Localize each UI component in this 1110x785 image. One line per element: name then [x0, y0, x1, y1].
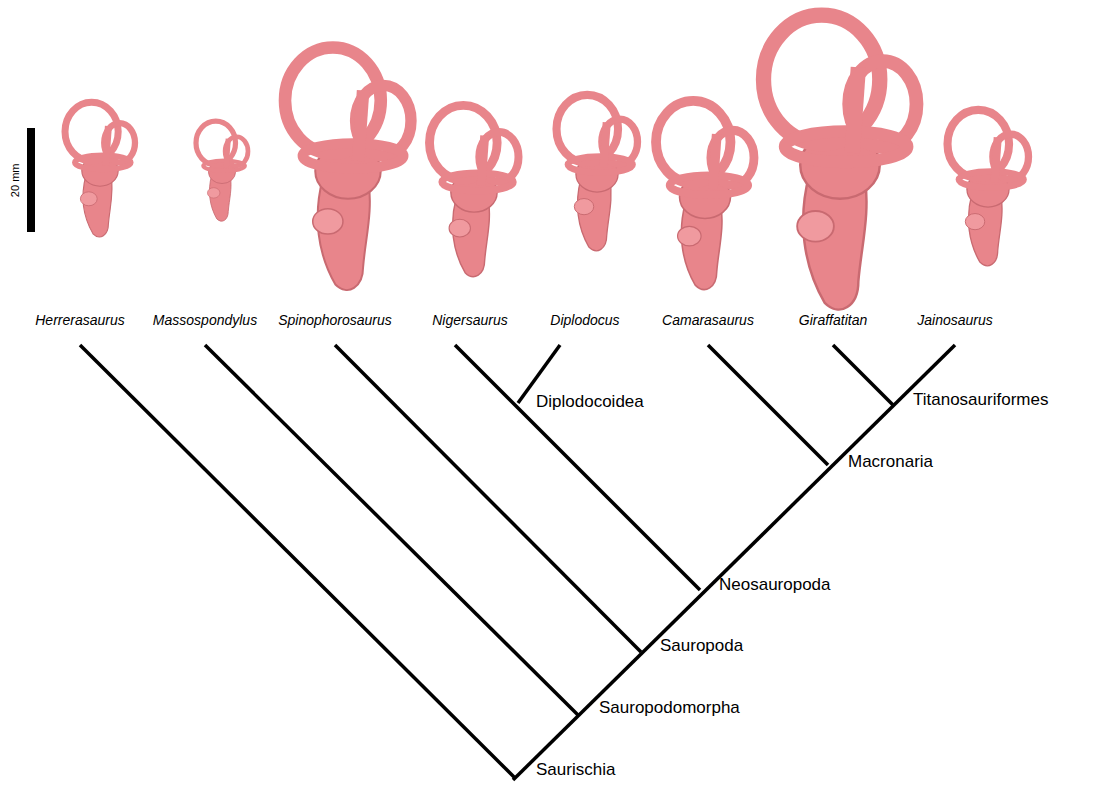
inner-ear: [430, 105, 519, 276]
taxon-name: Nigersaurus: [432, 312, 507, 328]
common-crus: [226, 139, 228, 168]
branch: [513, 345, 955, 780]
fenestra: [574, 199, 593, 215]
cladogram: [80, 345, 955, 780]
clade-name: Sauropoda: [660, 636, 743, 656]
scale-bar: [27, 128, 35, 232]
branch: [335, 345, 641, 652]
fenestra: [80, 192, 97, 206]
common-crus: [994, 137, 997, 182]
common-crus: [713, 134, 717, 189]
inner-ear: [196, 121, 248, 221]
clade-name: Macronaria: [848, 452, 933, 472]
taxon-name: Massospondylus: [153, 312, 257, 328]
fenestra: [965, 214, 984, 230]
taxon-name: Spinophorosaurus: [278, 312, 392, 328]
clade-name: Sauropodomorpha: [599, 698, 740, 718]
clade-name: Neosauropoda: [719, 575, 831, 595]
inner-ears: [65, 15, 1029, 309]
common-crus: [358, 90, 363, 161]
clade-name: Diplodocoidea: [536, 392, 644, 412]
common-crus: [481, 136, 485, 186]
clade-name: Saurischia: [536, 760, 615, 780]
fenestra: [449, 219, 470, 237]
inner-ear: [764, 15, 917, 309]
taxon-name: Diplodocus: [550, 312, 619, 328]
common-crus: [852, 67, 858, 153]
common-crus: [106, 126, 109, 165]
inner-ear: [948, 110, 1029, 266]
clade-name: Titanosauriformes: [913, 390, 1048, 410]
fenestra: [313, 209, 343, 234]
branch: [455, 345, 700, 590]
fenestra: [797, 211, 834, 242]
common-crus: [603, 122, 606, 167]
taxon-name: Herrerasaurus: [35, 312, 124, 328]
branch: [708, 345, 828, 465]
taxon-name: Camarasaurus: [662, 312, 754, 328]
inner-ear: [557, 95, 638, 251]
inner-ear: [65, 102, 135, 237]
fenestra: [678, 226, 702, 246]
branch: [80, 345, 515, 778]
scale-label: 20 mm: [10, 163, 23, 197]
fenestra: [207, 188, 219, 198]
branch: [833, 345, 893, 405]
taxon-name: Giraffatitan: [799, 312, 867, 328]
taxon-name: Jainosaurus: [917, 312, 993, 328]
inner-ear: [656, 101, 754, 290]
inner-ear: [285, 48, 411, 290]
